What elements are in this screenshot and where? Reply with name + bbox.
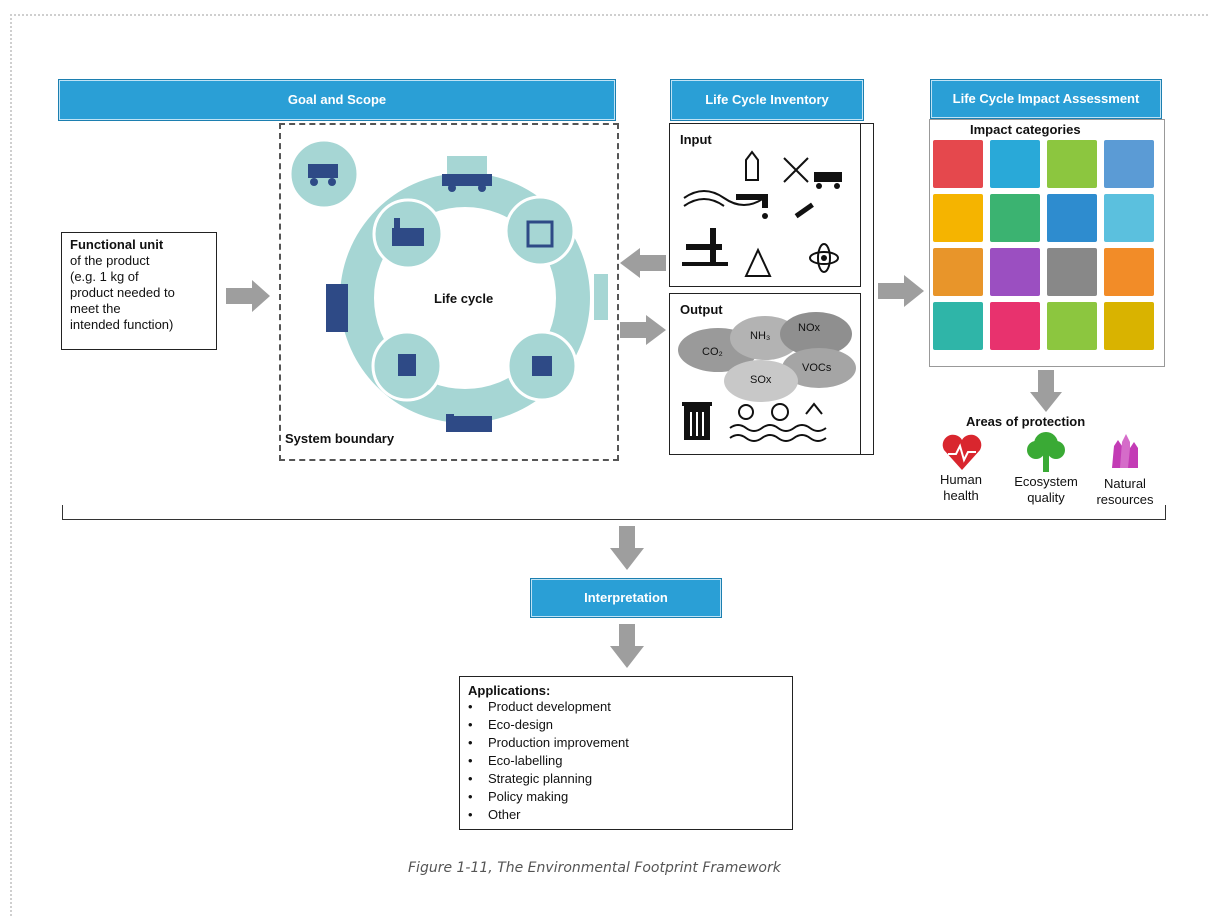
area-label: Ecosystem bbox=[1014, 474, 1078, 489]
emission-nh3: NH₃ bbox=[750, 330, 771, 342]
area-label: resources bbox=[1096, 492, 1154, 507]
impact-category-tile bbox=[933, 302, 983, 350]
list-item: Strategic planning bbox=[468, 770, 784, 788]
impact-category-tile bbox=[933, 194, 983, 242]
applications-list: Product development Eco-design Productio… bbox=[468, 698, 784, 824]
lci-header: Life Cycle Inventory bbox=[670, 79, 864, 121]
input-box: Input bbox=[669, 123, 861, 287]
functional-unit-line: intended function) bbox=[70, 317, 174, 332]
list-item: Production improvement bbox=[468, 734, 784, 752]
impact-category-tile bbox=[933, 248, 983, 296]
applications-box: Applications: Product development Eco-de… bbox=[459, 676, 793, 830]
life-cycle-label: Life cycle bbox=[434, 291, 494, 306]
system-boundary-label: System boundary bbox=[285, 431, 395, 446]
impact-category-tile bbox=[990, 302, 1040, 350]
page-frame bbox=[10, 14, 1208, 916]
impact-category-tile bbox=[1104, 140, 1154, 188]
heart-icon bbox=[942, 434, 982, 470]
emission-sox: SOx bbox=[750, 374, 772, 386]
area-label: Human bbox=[940, 472, 982, 487]
arrow-down-icon bbox=[610, 624, 644, 668]
impact-category-tile bbox=[1047, 302, 1097, 350]
impact-category-tile bbox=[1047, 140, 1097, 188]
functional-unit-title: Functional unit bbox=[70, 237, 164, 252]
impact-category-tile bbox=[990, 248, 1040, 296]
list-item: Product development bbox=[468, 698, 784, 716]
figure-caption: Figure 1-11, The Environmental Footprint… bbox=[408, 860, 781, 876]
functional-unit-line: meet the bbox=[70, 301, 121, 316]
arrow-down-icon bbox=[610, 526, 644, 570]
impact-category-tile bbox=[990, 140, 1040, 188]
emission-vocs: VOCs bbox=[802, 362, 832, 374]
output-box: Output NH₃ NOx CO₂ VOCs SOx bbox=[669, 293, 861, 455]
emission-co2: CO₂ bbox=[702, 346, 723, 358]
interpretation-header: Interpretation bbox=[530, 578, 722, 618]
arrow-right-icon bbox=[878, 275, 924, 307]
impact-category-tile bbox=[1047, 194, 1097, 242]
lcia-header: Life Cycle Impact Assessment bbox=[930, 79, 1162, 119]
area-natural-resources: Natural resources bbox=[1086, 476, 1164, 508]
areas-protection-label: Areas of protection bbox=[966, 414, 1086, 429]
functional-unit-line: (e.g. 1 kg of bbox=[70, 269, 139, 284]
impact-category-tile bbox=[1047, 248, 1097, 296]
emission-nox: NOx bbox=[798, 322, 820, 334]
impact-category-tile bbox=[1104, 194, 1154, 242]
arrow-right-icon bbox=[226, 280, 270, 312]
goal-scope-header: Goal and Scope bbox=[58, 79, 616, 121]
impact-category-tile bbox=[1104, 302, 1154, 350]
bracket-line bbox=[62, 505, 1166, 520]
output-label: Output bbox=[680, 302, 723, 317]
life-cycle-diagram bbox=[288, 138, 608, 432]
arrow-down-icon bbox=[1030, 370, 1062, 412]
arrow-left-icon bbox=[620, 248, 666, 278]
functional-unit-box: Functional unit of the product (e.g. 1 k… bbox=[61, 232, 217, 350]
impact-category-tile bbox=[990, 194, 1040, 242]
functional-unit-line: product needed to bbox=[70, 285, 175, 300]
list-item: Eco-design bbox=[468, 716, 784, 734]
area-human-health: Human health bbox=[934, 472, 988, 504]
system-boundary bbox=[279, 123, 619, 461]
list-item: Eco-labelling bbox=[468, 752, 784, 770]
input-resources-icons bbox=[682, 150, 842, 277]
bracket-line bbox=[859, 123, 874, 455]
area-label: quality bbox=[1027, 490, 1065, 505]
arrow-right-icon bbox=[620, 315, 666, 345]
impact-categories-label: Impact categories bbox=[970, 122, 1081, 137]
applications-title: Applications: bbox=[468, 683, 551, 698]
input-label: Input bbox=[680, 132, 712, 147]
impact-category-tile bbox=[933, 140, 983, 188]
list-item: Other bbox=[468, 806, 784, 824]
impact-category-tile bbox=[1104, 248, 1154, 296]
waste-water-icons bbox=[682, 402, 827, 442]
area-ecosystem-quality: Ecosystem quality bbox=[1004, 474, 1088, 506]
crystal-icon bbox=[1112, 434, 1138, 468]
list-item: Policy making bbox=[468, 788, 784, 806]
area-label: health bbox=[943, 488, 979, 503]
tree-icon bbox=[1027, 432, 1065, 472]
area-label: Natural bbox=[1104, 476, 1146, 491]
functional-unit-line: of the product bbox=[70, 253, 150, 268]
